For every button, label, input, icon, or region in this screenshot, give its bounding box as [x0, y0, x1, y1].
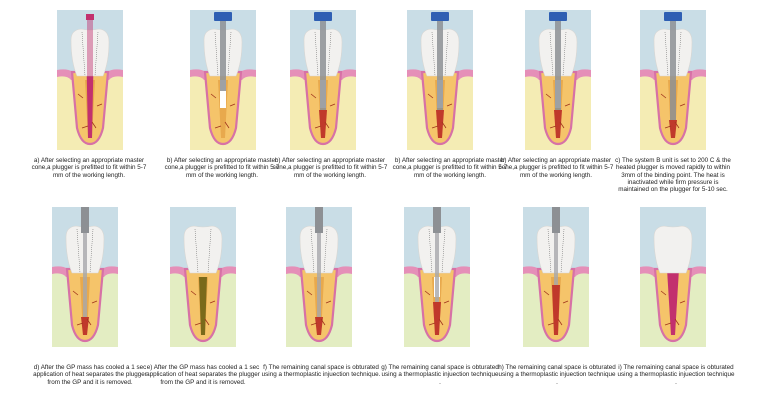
pink-cone-handle: [86, 14, 94, 20]
lateral-canals: [543, 290, 569, 326]
access-outline: [81, 31, 99, 77]
tooth-illustration: [57, 10, 123, 150]
tooth-panel: [407, 10, 473, 150]
lateral-canals: [427, 93, 453, 129]
step-caption: i) The remaining canal space is obturate…: [617, 364, 735, 386]
step-caption: g) The remaining canal space is obturate…: [381, 364, 499, 386]
access-outline: [76, 228, 94, 274]
gutta-percha-fill: [436, 110, 444, 138]
blue-plugger-handle: [314, 12, 332, 21]
tooth-panel: [170, 207, 236, 347]
crown: [653, 225, 693, 274]
tooth-panel: [57, 10, 123, 150]
gutta-percha-fill: [319, 110, 327, 138]
gutta-percha-fill: [669, 120, 677, 138]
tooth-panel: [52, 207, 118, 347]
gutta-percha-fill: [554, 110, 562, 138]
access-outline: [428, 228, 446, 274]
grey-plugger-shaft: [433, 207, 441, 233]
lateral-canals: [190, 290, 216, 326]
step-caption: b) After selecting an appropriate master…: [272, 157, 388, 179]
crown: [183, 225, 223, 274]
tooth-panel: [640, 10, 706, 150]
tooth-illustration: [404, 207, 470, 347]
lateral-canals: [424, 290, 450, 326]
lateral-canals: [545, 93, 571, 129]
plugger-tip: [83, 233, 87, 317]
access-outline: [214, 31, 232, 77]
lateral-canals: [310, 93, 336, 129]
master-cone: [87, 20, 93, 80]
plugger-tip: [670, 21, 676, 120]
gutta-percha-fill: [315, 317, 323, 335]
blue-plugger-handle: [549, 12, 567, 21]
tooth-illustration: [640, 10, 706, 150]
plugger-tip: [317, 233, 321, 317]
lateral-canals: [306, 290, 332, 326]
lateral-canals: [210, 93, 236, 129]
tooth-panel: [525, 10, 591, 150]
tooth-panel: [286, 207, 352, 347]
tooth-panel: [290, 10, 356, 150]
tooth-panel: [640, 207, 706, 347]
access-outline: [547, 228, 565, 274]
lateral-canals: [660, 93, 686, 129]
blue-plugger-handle: [214, 12, 232, 21]
tooth-illustration: [523, 207, 589, 347]
tooth-illustration: [170, 207, 236, 347]
access-outline: [314, 31, 332, 77]
lateral-canals: [660, 290, 686, 326]
step-caption: c) The system B unit is set to 200 C & t…: [615, 157, 731, 194]
tooth-illustration: [290, 10, 356, 150]
plugger-tip: [435, 233, 439, 302]
tooth-panel: [404, 207, 470, 347]
plugger-tip: [554, 233, 558, 285]
grey-plugger-shaft: [315, 207, 323, 233]
empty-canal-space: [220, 80, 226, 108]
lateral-canals: [77, 93, 103, 129]
tooth-illustration: [407, 10, 473, 150]
blue-plugger-handle: [664, 12, 682, 21]
tooth-panel: [190, 10, 256, 150]
plugger-tip: [555, 21, 561, 110]
step-caption: d) After the GP mass has cooled a 1 sec …: [33, 364, 147, 386]
plugger-tip: [437, 21, 443, 110]
gutta-percha-fill: [199, 277, 207, 335]
tooth-panel: [523, 207, 589, 347]
blue-plugger-handle: [431, 12, 449, 21]
step-caption: b) After selecting an appropriate master…: [498, 157, 614, 179]
access-outline: [431, 31, 449, 77]
step-caption: a) After selecting an appropriate master…: [31, 157, 147, 179]
access-outline: [310, 228, 328, 274]
tooth-illustration: [640, 207, 706, 347]
gutta-percha-fill: [552, 285, 560, 335]
step-caption: b) After selecting an appropriate master…: [164, 157, 280, 179]
step-caption: e) After the GP mass has cooled a 1 sec …: [146, 364, 260, 386]
tooth-illustration: [190, 10, 256, 150]
tooth-illustration: [525, 10, 591, 150]
step-caption: h) The remaining canal space is obturate…: [498, 364, 616, 386]
access-outline: [194, 228, 212, 274]
crown: [70, 28, 110, 77]
gutta-percha-fill: [433, 302, 441, 335]
gutta-percha-fill: [667, 269, 679, 335]
access-outline: [664, 31, 682, 77]
step-caption: b) After selecting an appropriate master…: [392, 157, 508, 179]
plugger-tip: [320, 21, 326, 110]
step-caption: f) The remaining canal space is obturate…: [261, 364, 381, 379]
tooth-illustration: [286, 207, 352, 347]
grey-plugger-shaft: [552, 207, 560, 233]
tooth-illustration: [52, 207, 118, 347]
gutta-percha-fill: [81, 317, 89, 335]
grey-plugger-shaft: [81, 207, 89, 233]
lateral-canals: [72, 290, 98, 326]
access-outline: [549, 31, 567, 77]
plugger-tip: [220, 21, 226, 91]
